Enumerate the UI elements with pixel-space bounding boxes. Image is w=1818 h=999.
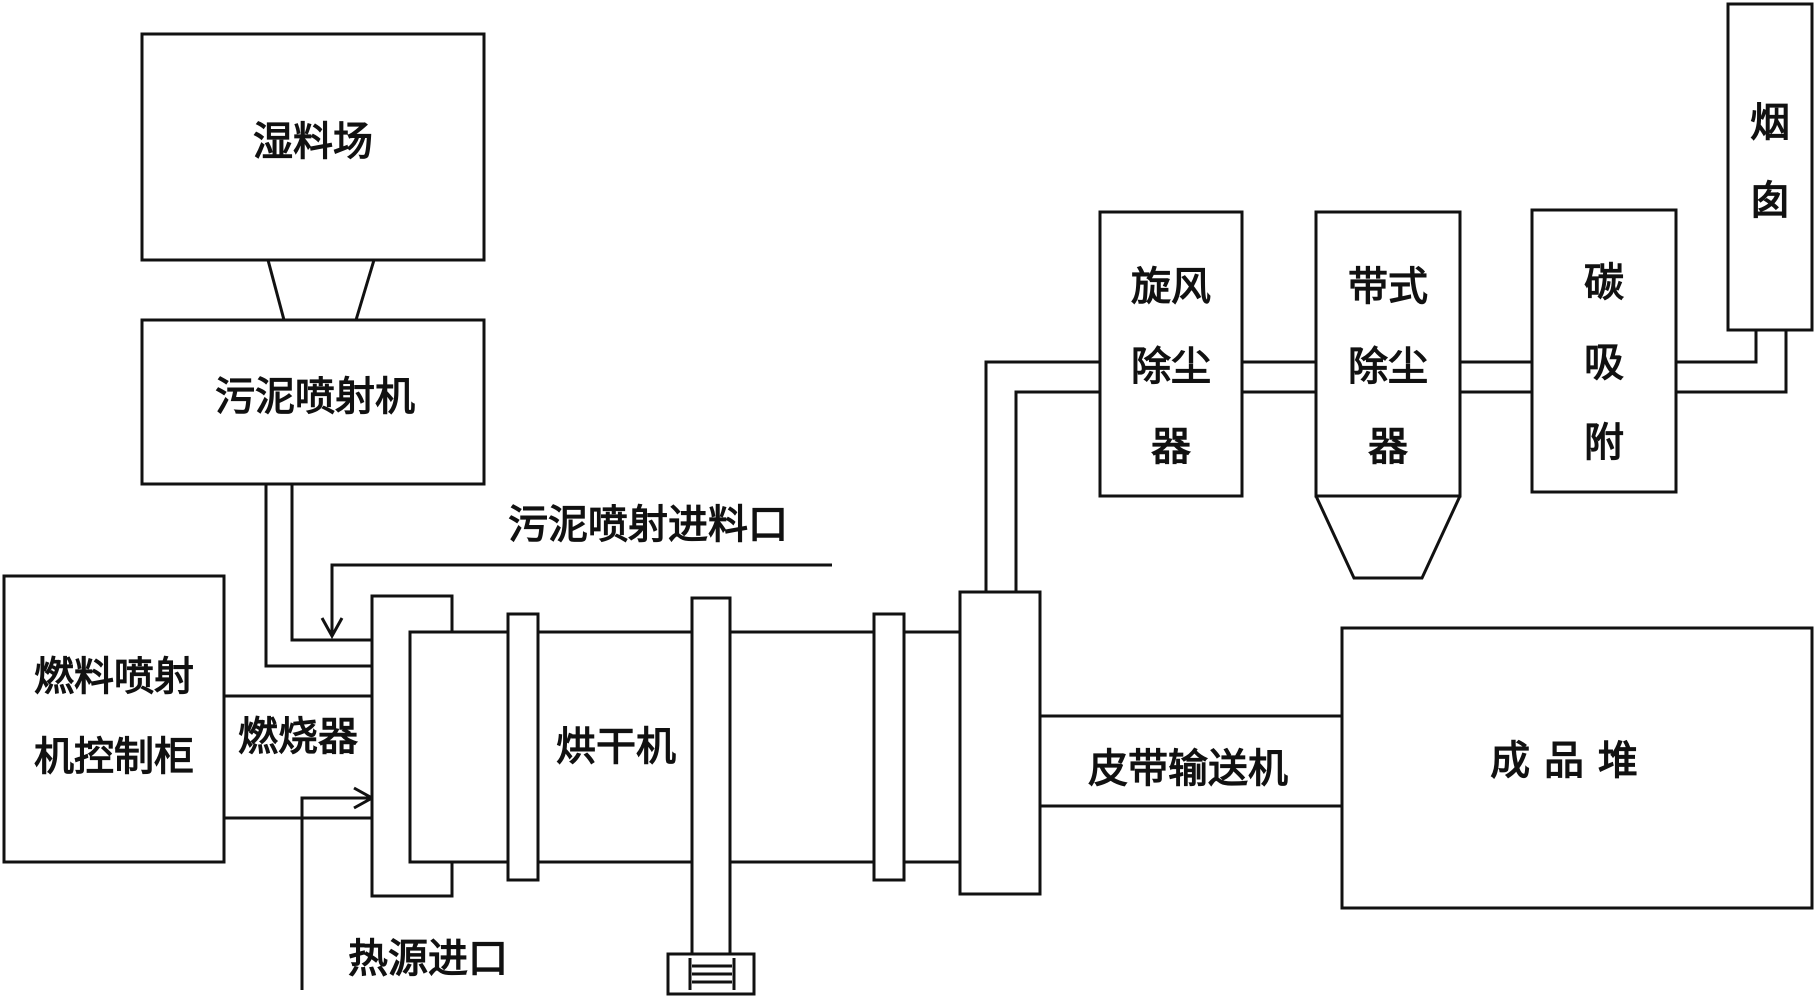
cyclone-label-2: 除尘 [1131, 343, 1211, 390]
fuel-cabinet-label-line1: 燃料喷射 [34, 653, 194, 700]
exhaust-duct-inner [1014, 390, 1100, 592]
bag-filter-box [1314, 210, 1462, 498]
fuel-cabinet-label-line2: 机控制柜 [34, 733, 194, 780]
product-pile-box [1340, 626, 1814, 910]
fuel-control-cabinet-box [2, 574, 226, 864]
sludge-sprayer-box [140, 318, 486, 486]
sludge-inlet-arrowhead [320, 617, 344, 640]
sludge-inlet-leader [330, 563, 832, 634]
carbon-label-3: 附 [1584, 419, 1624, 466]
sludge-pipe-outer [264, 484, 372, 668]
cyclone-label-1: 旋风 [1131, 263, 1211, 310]
duct-carbon-chimney-top [1676, 330, 1758, 364]
bag-filter-hopper [1314, 495, 1462, 580]
wet-yard-label: 湿料场 [253, 118, 373, 165]
heat-inlet-leader [300, 796, 370, 990]
cyclone-dust-collector-box [1098, 210, 1244, 498]
chimney-label-2: 囱 [1750, 177, 1790, 224]
exhaust-duct-outer [984, 360, 1100, 592]
dryer-support-column [690, 596, 732, 966]
carbon-label-2: 吸 [1584, 339, 1624, 386]
dryer-ring-right [872, 612, 906, 882]
carbon-adsorption-box [1530, 208, 1678, 494]
dryer-label: 烘干机 [556, 723, 676, 770]
dryer-ring-left [506, 612, 540, 882]
wet-yard-box [140, 32, 486, 262]
hopper-right-line [354, 259, 376, 321]
product-pile-label: 成 品 堆 [1490, 737, 1638, 784]
duct-carbon-chimney-bottom [1676, 330, 1788, 394]
heat-inlet-label: 热源进口 [348, 935, 508, 982]
chimney-box [1726, 2, 1814, 332]
sludge-sprayer-label: 污泥喷射机 [215, 373, 415, 420]
bag-filter-label-2: 除尘 [1348, 343, 1428, 390]
chimney-label-1: 烟 [1750, 99, 1790, 146]
conveyor-label: 皮带输送机 [1088, 745, 1288, 792]
bag-filter-label-3: 器 [1368, 423, 1409, 470]
sludge-pipe-inner [290, 484, 372, 642]
burner-label: 燃烧器 [238, 713, 359, 760]
hopper-left-line [266, 259, 286, 321]
dryer-head-right [958, 590, 1042, 896]
carbon-label-1: 碳 [1584, 259, 1625, 306]
sludge-inlet-label: 污泥喷射进料口 [508, 501, 788, 548]
cyclone-label-3: 器 [1151, 423, 1192, 470]
bag-filter-label-1: 带式 [1348, 263, 1428, 310]
